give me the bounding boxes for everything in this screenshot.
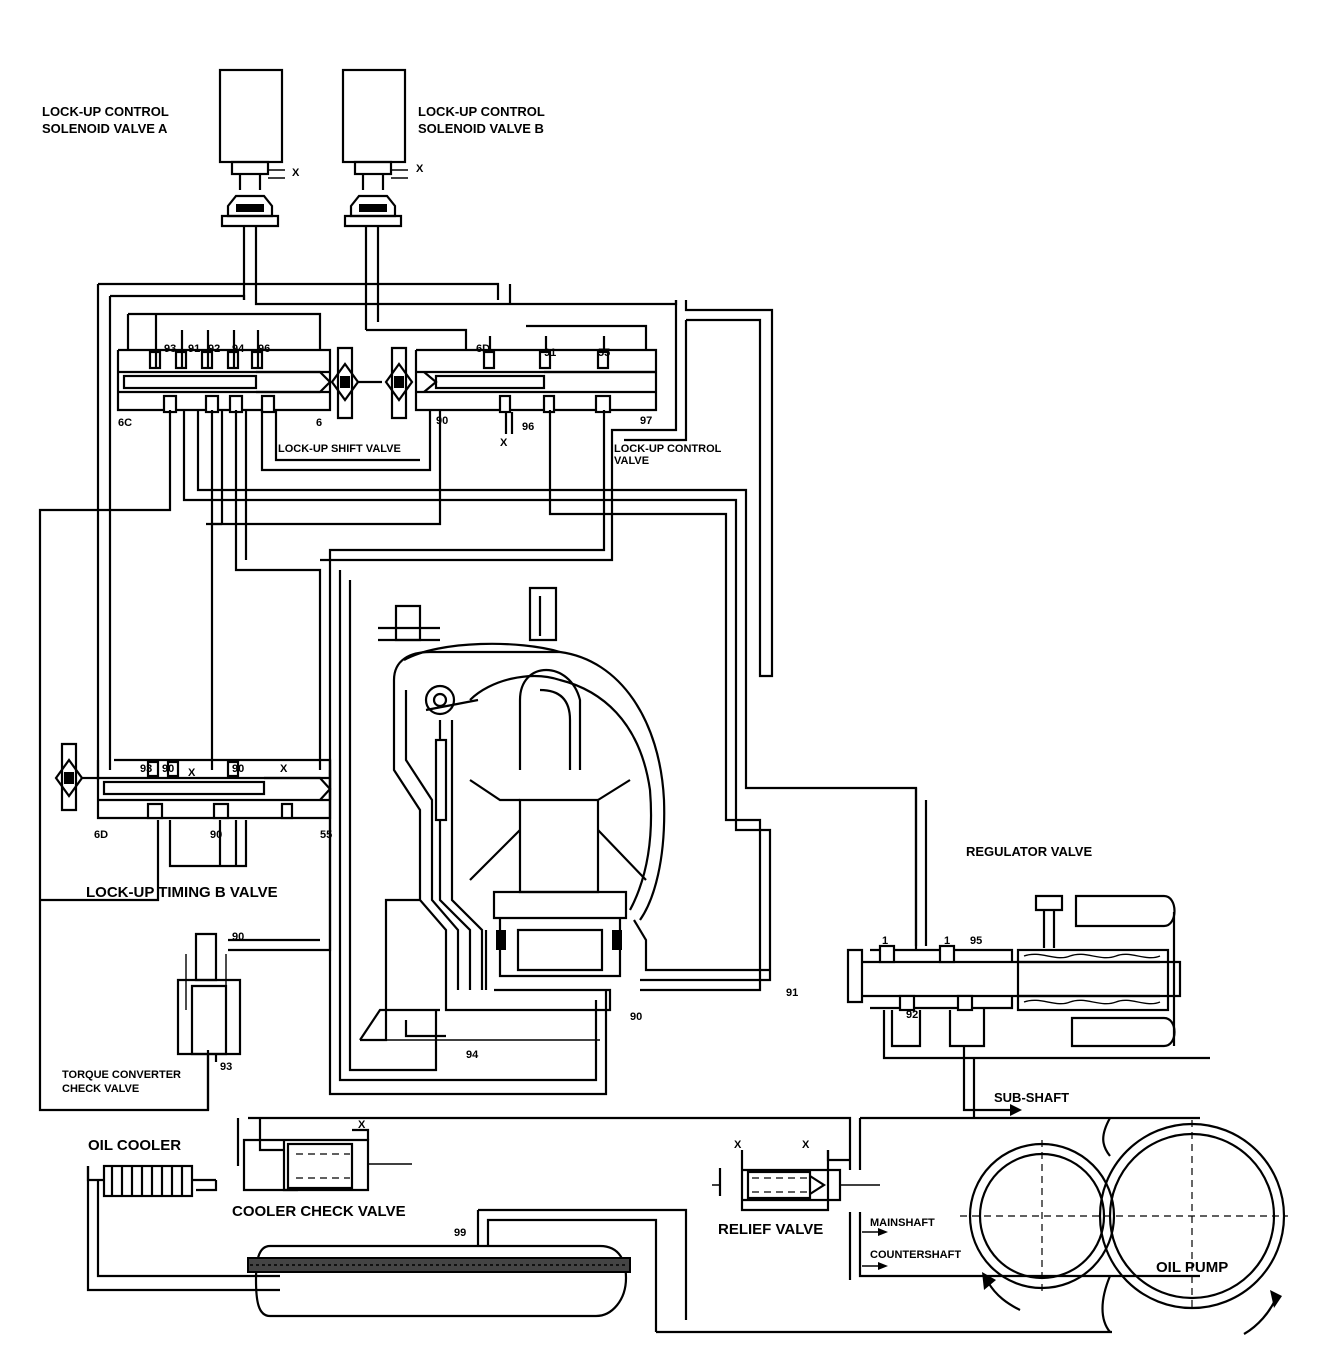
cooler-check-valve — [242, 1128, 412, 1192]
countershaft-label: COUNTERSHAFT — [870, 1249, 961, 1261]
timing-port-x1: X — [188, 767, 196, 779]
timing-port-93: 93 — [140, 763, 152, 775]
shift-port-93: 93 — [164, 343, 176, 355]
regulator-port-1b: 1 — [944, 935, 950, 947]
timing-port-90a: 90 — [162, 763, 174, 775]
solenoid-valve-a — [218, 68, 285, 300]
shift-port-91: 91 — [188, 343, 200, 355]
timing-port-x2: X — [280, 763, 288, 775]
oil-pump — [960, 1120, 1288, 1335]
regulator-port-95: 95 — [970, 935, 982, 947]
control-port-55: 55 — [598, 347, 610, 359]
regulator-port-92: 92 — [906, 1009, 918, 1021]
torque-converter — [359, 586, 770, 1042]
regulator-valve-label: REGULATOR VALVE — [966, 844, 1092, 859]
control-port-6d: 6D — [476, 343, 490, 355]
oil-cooler — [86, 1164, 216, 1198]
sump-port-99: 99 — [454, 1227, 466, 1239]
lower-fluid-lines — [86, 1108, 1200, 1334]
solenoid-b-exhaust-port: X — [416, 163, 424, 175]
mid-fluid-lines — [38, 410, 918, 1112]
converter-port-91: 91 — [786, 987, 798, 999]
solenoid-a-label-line1: LOCK-UP CONTROL — [42, 104, 169, 119]
solenoid-valve-b — [341, 68, 408, 330]
solenoid-b-label-line2: SOLENOID VALVE B — [418, 121, 544, 136]
lockup-control-valve-label-line2: VALVE — [614, 455, 649, 467]
regulator-valve — [846, 788, 1210, 1118]
lockup-control-valve-label-line1: LOCK-UP CONTROL — [614, 443, 722, 455]
shift-port-96: 96 — [258, 343, 270, 355]
lockup-timing-b-valve-label: LOCK-UP TIMING B VALVE — [86, 884, 278, 901]
timing-port-90c: 90 — [210, 829, 222, 841]
lockup-shift-valve-label: LOCK-UP SHIFT VALVE — [278, 443, 401, 455]
relief-port-x2: X — [802, 1139, 810, 1151]
timing-port-90b: 90 — [232, 763, 244, 775]
converter-port-94: 94 — [466, 1049, 479, 1061]
shift-port-94: 94 — [232, 343, 245, 355]
relief-port-x1: X — [734, 1139, 742, 1151]
timing-port-6d: 6D — [94, 829, 108, 841]
tc-check-port-93: 93 — [220, 1061, 232, 1073]
sump-strainer — [247, 1244, 631, 1318]
control-port-96: 96 — [522, 421, 534, 433]
shift-port-92: 92 — [208, 343, 220, 355]
oil-pump-label: OIL PUMP — [1156, 1259, 1228, 1276]
cooler-check-port-x: X — [358, 1119, 366, 1131]
oil-cooler-label: OIL COOLER — [88, 1137, 181, 1154]
regulator-port-1a: 1 — [882, 935, 888, 947]
torque-converter-check-label-line1: TORQUE CONVERTER — [62, 1069, 181, 1081]
cooler-check-valve-label: COOLER CHECK VALVE — [232, 1203, 406, 1220]
converter-port-90: 90 — [630, 1011, 642, 1023]
relief-valve — [712, 1150, 880, 1212]
upper-fluid-lines — [96, 282, 774, 780]
control-port-90: 90 — [436, 415, 448, 427]
lockup-control-valve — [366, 324, 658, 434]
shift-port-6c: 6C — [118, 417, 132, 429]
control-port-91: 91 — [544, 347, 556, 359]
control-port-x: X — [500, 437, 508, 449]
shift-port-6: 6 — [316, 417, 322, 429]
tc-check-port-90: 90 — [232, 931, 244, 943]
torque-converter-check-label-line2: CHECK VALVE — [62, 1083, 139, 1095]
relief-valve-label: RELIEF VALVE — [718, 1221, 823, 1238]
mainshaft-label: MAINSHAFT — [870, 1217, 935, 1229]
solenoid-b-label-line1: LOCK-UP CONTROL — [418, 104, 545, 119]
shaft-outlets — [862, 1104, 1022, 1270]
torque-converter-check-valve — [176, 760, 332, 1110]
lockup-shift-valve — [116, 312, 382, 420]
solenoid-a-label-line2: SOLENOID VALVE A — [42, 121, 168, 136]
solenoid-a-exhaust-port: X — [292, 167, 300, 179]
control-port-97: 97 — [640, 415, 652, 427]
sub-shaft-label: SUB-SHAFT — [994, 1090, 1069, 1105]
